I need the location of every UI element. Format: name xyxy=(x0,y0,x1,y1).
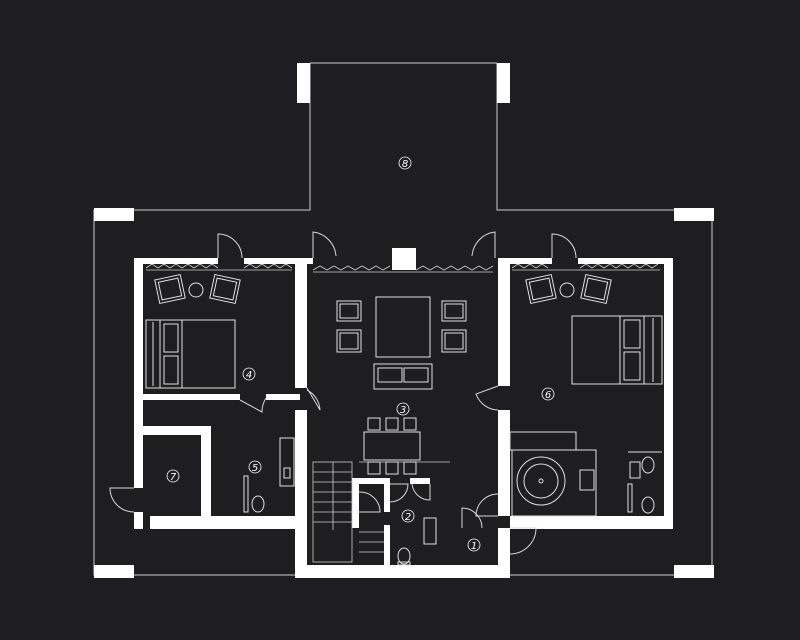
room-label-8: 8 xyxy=(398,156,412,170)
room-label-2: 2 xyxy=(401,509,415,523)
svg-text:8: 8 xyxy=(402,159,408,170)
room-label-3: 3 xyxy=(396,402,410,416)
bathroom-furniture xyxy=(243,437,437,566)
bedroom-right-furniture xyxy=(509,273,663,517)
doors xyxy=(109,231,577,555)
room-label-6: 6 xyxy=(541,387,555,401)
svg-text:6: 6 xyxy=(545,390,551,401)
windows xyxy=(145,263,660,273)
room-label-5: 5 xyxy=(248,460,262,474)
room-label-4: 4 xyxy=(242,367,256,381)
svg-text:4: 4 xyxy=(246,370,252,381)
living-room-furniture xyxy=(336,296,467,475)
room-labels: 8 4 3 6 5 7 2 1 xyxy=(166,156,555,552)
room-label-7: 7 xyxy=(166,469,180,483)
svg-text:5: 5 xyxy=(252,463,258,474)
bedroom-left-furniture xyxy=(145,273,241,389)
room-label-1: 1 xyxy=(467,538,481,552)
terrace-posts xyxy=(94,63,714,578)
svg-text:7: 7 xyxy=(170,472,177,483)
walls xyxy=(134,248,673,578)
svg-text:1: 1 xyxy=(471,541,477,552)
svg-text:3: 3 xyxy=(400,405,406,416)
terrace-outline xyxy=(93,62,713,576)
staircase xyxy=(312,461,450,563)
svg-text:2: 2 xyxy=(405,512,411,523)
